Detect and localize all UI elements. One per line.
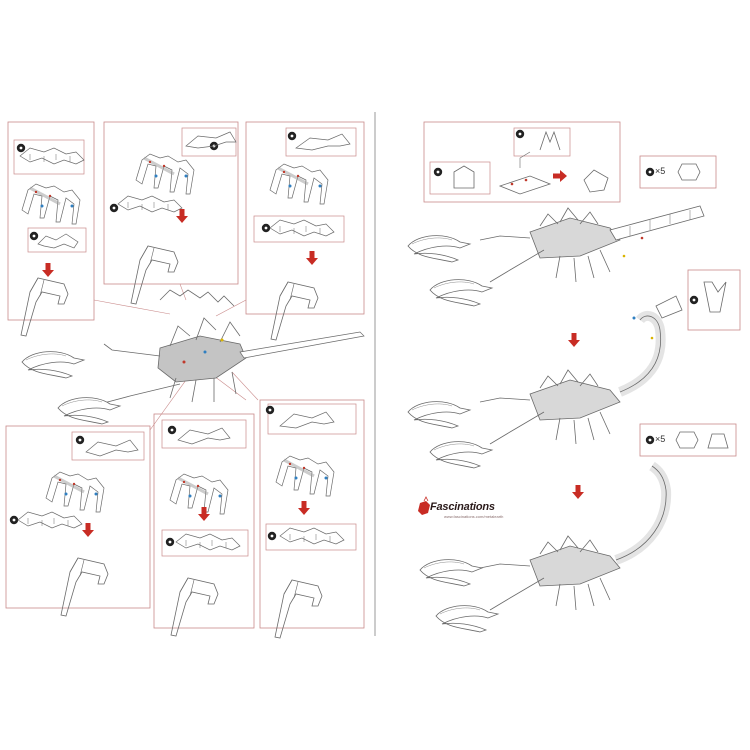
left-page <box>5 121 365 639</box>
brand-logo-mark <box>418 496 430 515</box>
scorpion-body-left <box>21 289 365 425</box>
scorpion-stage-1 <box>407 205 705 307</box>
arrow-step-1 <box>568 333 580 347</box>
step-frame-top-left <box>7 121 95 337</box>
quantity-label-middle: ×5 <box>655 434 666 444</box>
step-frame-stinger <box>655 269 741 331</box>
scorpion-finished <box>419 461 672 633</box>
quantity-box-tail-segment <box>639 155 717 189</box>
arrow-step-2 <box>572 485 584 499</box>
step-frame-bottom-middle <box>153 413 255 637</box>
step-frame-top-right <box>245 121 365 341</box>
right-page <box>407 121 741 633</box>
quantity-box-segment-2 <box>639 423 737 457</box>
step-frame-body-assembly <box>423 121 621 203</box>
brand-name: Fascinations <box>430 501 495 513</box>
step-frame-top-middle <box>103 121 239 305</box>
quantity-label-top: ×5 <box>655 166 666 176</box>
step-frame-bottom-right <box>259 399 365 639</box>
scorpion-stage-2 <box>407 310 666 469</box>
leader-lines <box>93 283 259 431</box>
step-frame-bottom-left <box>5 425 151 617</box>
brand-url: www.fascinations.com/metalearth <box>444 514 504 519</box>
brand-block: Fascinations www.fascinations.com/metale… <box>430 501 503 519</box>
